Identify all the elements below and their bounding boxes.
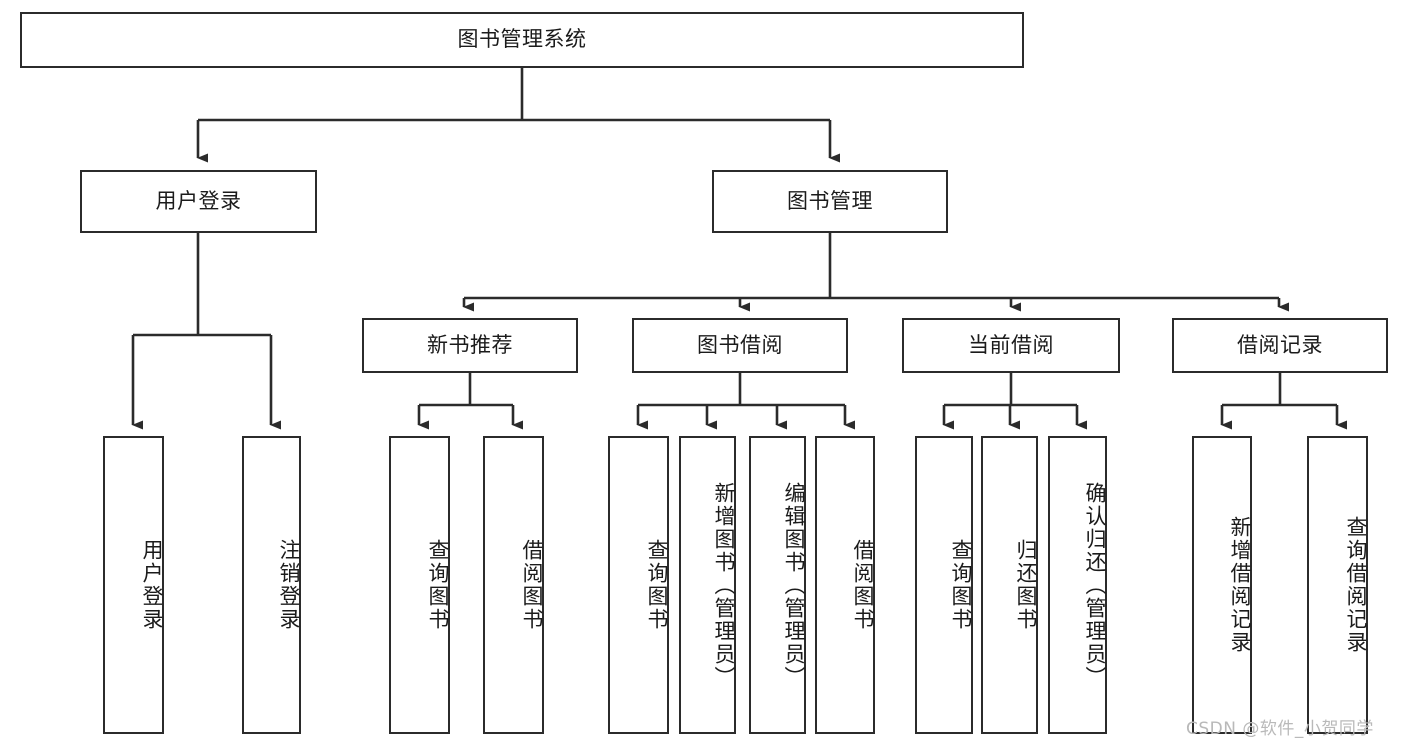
leaf-borrow-record-query-label: 查询借阅记录: [1344, 516, 1368, 654]
node-book-management[interactable]: 图书管理: [712, 170, 948, 233]
leaf-book-borrow-query-label: 查询图书: [645, 539, 669, 631]
leaf-current-borrow-return-label: 归还图书: [1014, 539, 1038, 631]
watermark-text: CSDN @软件_小贺同学: [1186, 719, 1374, 739]
leaf-book-borrow-add[interactable]: 新增图书（管理员）: [679, 436, 736, 734]
leaf-current-borrow-query[interactable]: 查询图书: [915, 436, 973, 734]
leaf-user-login-signout[interactable]: 注销登录: [242, 436, 301, 734]
leaf-borrow-record-add[interactable]: 新增借阅记录: [1192, 436, 1252, 734]
leaf-book-borrow-add-label: 新增图书（管理员）: [712, 481, 736, 689]
leaf-book-borrow-edit-label: 编辑图书（管理员）: [782, 481, 806, 689]
leaf-user-login-signin-label: 用户登录: [140, 539, 164, 631]
node-book-management-label: 图书管理: [787, 188, 873, 213]
leaf-current-borrow-confirm-return-label: 确认归还（管理员）: [1083, 481, 1107, 689]
leaf-new-book-borrow[interactable]: 借阅图书: [483, 436, 544, 734]
leaf-current-borrow-query-label: 查询图书: [949, 539, 973, 631]
leaf-book-borrow-borrow[interactable]: 借阅图书: [815, 436, 875, 734]
node-root[interactable]: 图书管理系统: [20, 12, 1024, 68]
node-book-borrow-label: 图书借阅: [697, 332, 783, 357]
node-user-login-label: 用户登录: [155, 188, 242, 213]
node-borrow-record[interactable]: 借阅记录: [1172, 318, 1388, 373]
leaf-current-borrow-return[interactable]: 归还图书: [981, 436, 1038, 734]
leaf-borrow-record-query[interactable]: 查询借阅记录: [1307, 436, 1368, 734]
node-current-borrow-label: 当前借阅: [968, 332, 1054, 357]
node-user-login[interactable]: 用户登录: [80, 170, 317, 233]
node-current-borrow[interactable]: 当前借阅: [902, 318, 1120, 373]
leaf-new-book-query-label: 查询图书: [426, 539, 450, 631]
node-new-book-recommend-label: 新书推荐: [427, 332, 513, 357]
leaf-user-login-signout-label: 注销登录: [277, 539, 301, 631]
node-borrow-record-label: 借阅记录: [1237, 332, 1323, 357]
node-new-book-recommend[interactable]: 新书推荐: [362, 318, 578, 373]
leaf-user-login-signin[interactable]: 用户登录: [103, 436, 164, 734]
leaf-new-book-query[interactable]: 查询图书: [389, 436, 450, 734]
leaf-book-borrow-edit[interactable]: 编辑图书（管理员）: [749, 436, 806, 734]
leaf-current-borrow-confirm-return[interactable]: 确认归还（管理员）: [1048, 436, 1107, 734]
node-book-borrow[interactable]: 图书借阅: [632, 318, 848, 373]
node-root-label: 图书管理系统: [457, 27, 587, 52]
leaf-book-borrow-borrow-label: 借阅图书: [851, 539, 875, 631]
leaf-new-book-borrow-label: 借阅图书: [520, 539, 544, 631]
leaf-borrow-record-add-label: 新增借阅记录: [1228, 516, 1252, 654]
leaf-book-borrow-query[interactable]: 查询图书: [608, 436, 669, 734]
